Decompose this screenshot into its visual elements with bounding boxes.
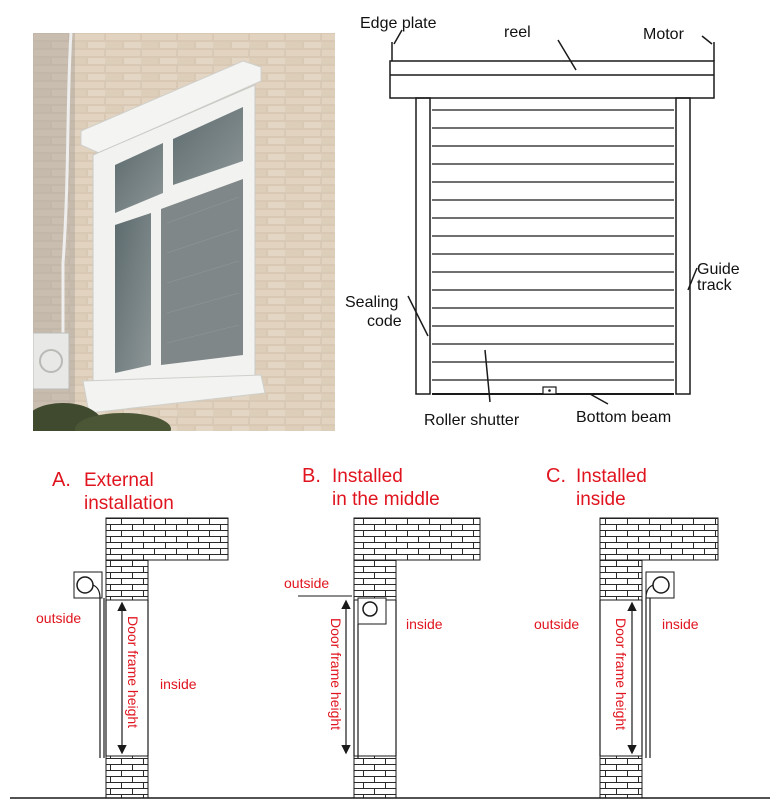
motor-label: Motor	[643, 26, 685, 43]
reel-label: reel	[504, 24, 531, 41]
installation-methods: A. External installation Door frame heig…	[0, 440, 780, 806]
bottom-beam-label: Bottom beam	[576, 409, 671, 426]
panel-a-letter: A.	[52, 469, 71, 491]
panel-a-outside: outside	[36, 610, 81, 626]
panel-a-title-line1: External	[84, 470, 154, 491]
panel-c-shutter-box	[645, 571, 675, 758]
panel-c-letter: C.	[546, 465, 566, 487]
panel-a-shutter-box	[73, 571, 105, 758]
panel-c-dimension: Door frame height	[613, 618, 629, 730]
panel-a-dimension: Door frame height	[125, 616, 141, 728]
panel-a-inside: inside	[160, 676, 197, 692]
window-photo-illustration	[33, 33, 335, 431]
panel-inside-installation: C. Installed inside Door frame height ou…	[534, 465, 719, 799]
panel-middle-installation: B. Installed in the middle Door frame he…	[284, 465, 481, 799]
panel-external-installation: A. External installation Door frame heig…	[36, 469, 229, 799]
guide-track-label-line1: Guide	[697, 261, 740, 278]
sealing-code-label-line2: code	[367, 313, 402, 330]
panel-a-title-line2: installation	[84, 493, 174, 514]
shutter-schematic: Edge plate reel Motor Guide track Sealin…	[340, 0, 780, 440]
left-guide-track	[415, 97, 431, 395]
panel-b-wall	[353, 517, 481, 799]
shutter-schematic-drawing: Edge plate reel Motor Guide track Sealin…	[345, 15, 740, 429]
roller-shutter-label: Roller shutter	[424, 412, 520, 429]
panel-b-title-line2: in the middle	[332, 489, 440, 510]
panel-b-letter: B.	[302, 465, 321, 487]
window-photo	[33, 33, 335, 431]
guide-track-label-line2: track	[697, 277, 733, 294]
panel-c-wall	[599, 517, 719, 799]
reel-housing	[389, 60, 715, 99]
panel-c-inside: inside	[662, 616, 699, 632]
panel-c-title-line1: Installed	[576, 466, 647, 487]
panel-b-inside: inside	[406, 616, 443, 632]
panel-b-outside: outside	[284, 575, 329, 591]
edge-plate-label: Edge plate	[360, 15, 437, 32]
panel-b-title-line1: Installed	[332, 466, 403, 487]
panel-b-dimension: Door frame height	[328, 618, 344, 730]
shutter-slats	[432, 109, 674, 395]
sealing-code-label-line1: Sealing	[345, 294, 398, 311]
panel-b-shutter-box	[357, 597, 387, 758]
right-guide-track	[675, 97, 691, 395]
installation-methods-drawing: A. External installation Door frame heig…	[10, 465, 770, 799]
panel-c-title-line2: inside	[576, 489, 626, 510]
panel-a-wall	[105, 517, 229, 799]
panel-c-outside: outside	[534, 616, 579, 632]
